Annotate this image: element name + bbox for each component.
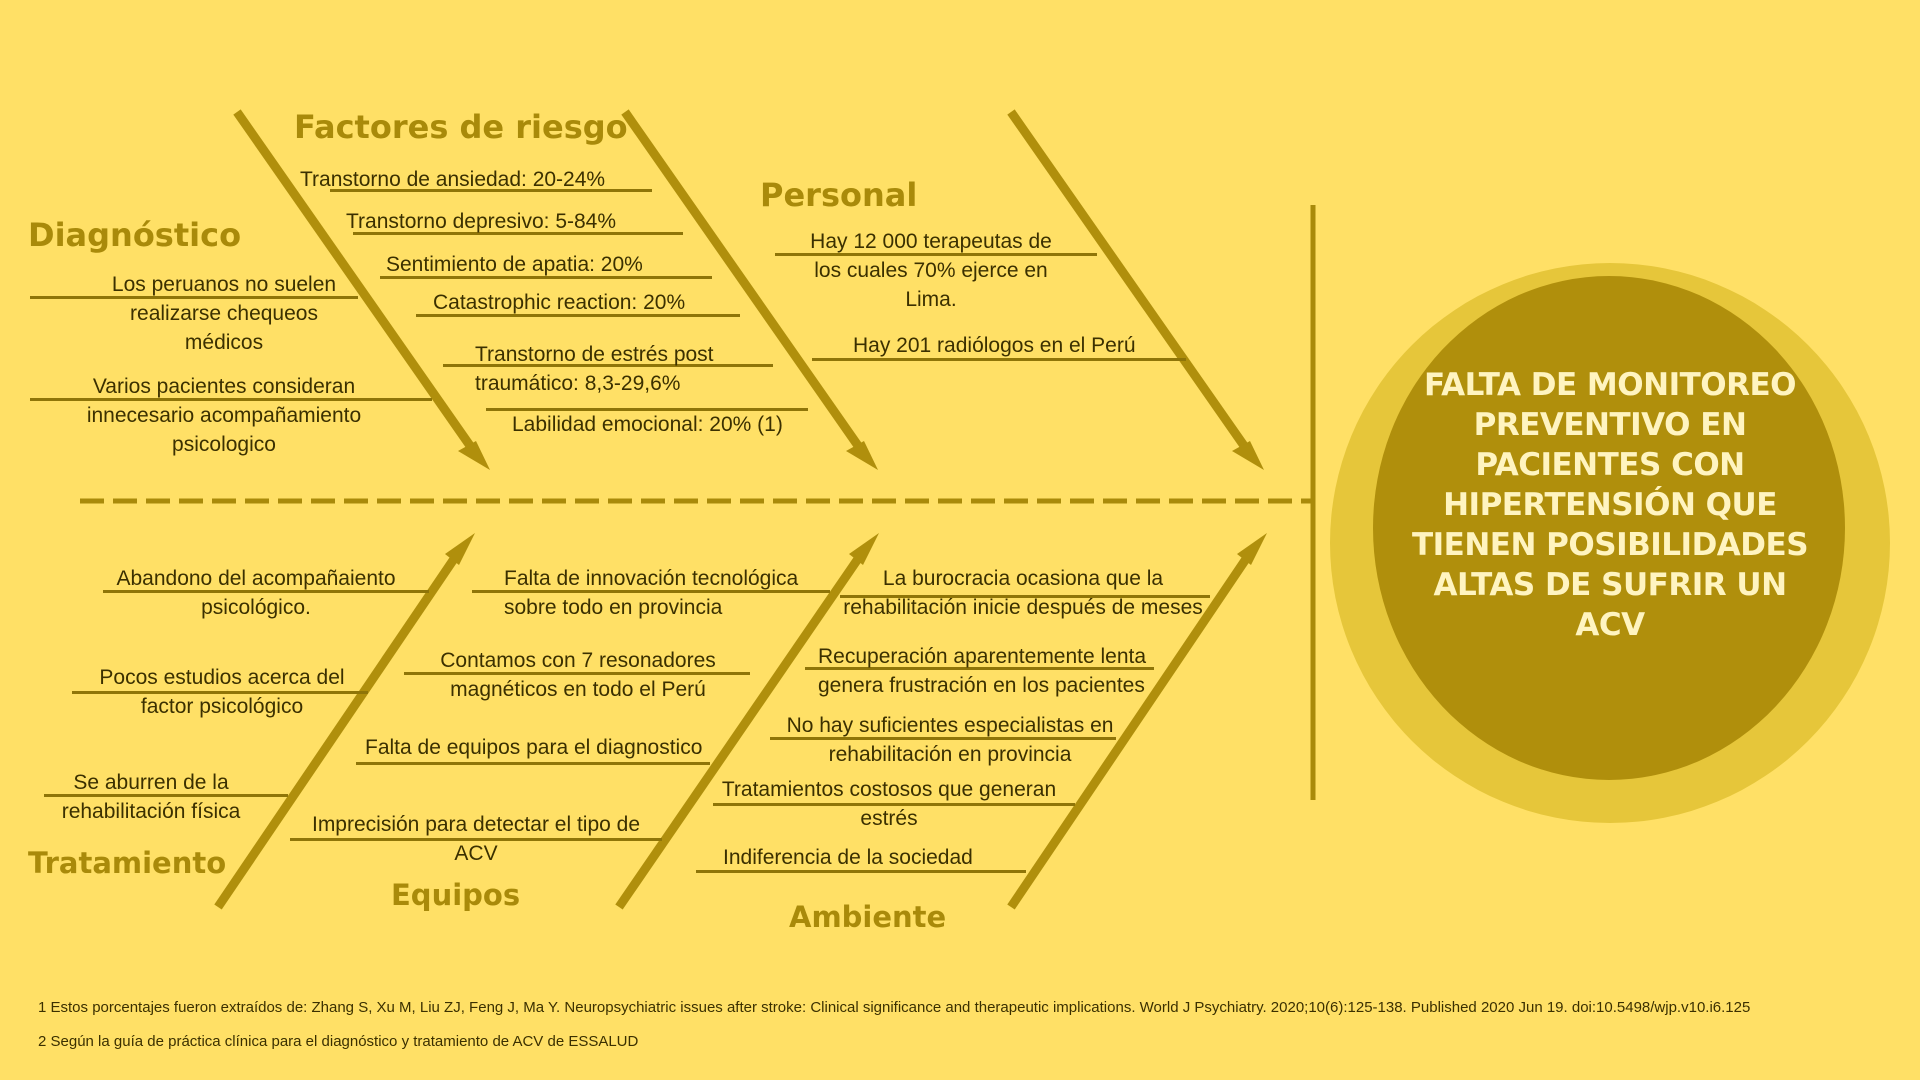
cause-underline [380, 276, 712, 279]
cause-underline [770, 737, 1116, 740]
cause-factores-5: Transtorno de estrés post traumático: 8,… [475, 343, 714, 395]
cause-factores-2: Transtorno depresivo: 5-84% [346, 210, 617, 233]
cause-factores-4: Catastrophic reaction: 20% [433, 291, 686, 314]
bone-ambiente [1007, 550, 1254, 910]
category-title-diagnostico: Diagnóstico [28, 216, 242, 254]
cause-tratamiento-1: Abandono del acompañaiento psicológico. [116, 567, 396, 619]
cause-underline [330, 189, 652, 192]
footnote-2: 2 Según la guía de práctica clínica para… [38, 1033, 639, 1050]
cause-underline [812, 358, 1186, 361]
cause-underline [72, 691, 368, 694]
cause-equipos-2: Contamos con 7 resonadores magnéticos en… [440, 649, 716, 701]
arrowhead-factores-icon [458, 441, 490, 470]
arrowhead-equipos-icon [849, 533, 879, 565]
bone-factores [233, 109, 477, 453]
cause-underline [805, 667, 1154, 670]
cause-underline [840, 595, 1210, 598]
cause-personal-1: Hay 12 000 terapeutas de los cuales 70% … [810, 230, 1052, 311]
footnote-1: 1 Estos porcentajes fueron extraídos de:… [38, 999, 1751, 1016]
cause-underline [30, 398, 432, 401]
cause-personal-2: Hay 201 radiólogos en el Perú [853, 334, 1136, 357]
arrowhead-head-icon [1232, 441, 1264, 470]
cause-ambiente-5: Indiferencia de la sociedad [723, 846, 973, 869]
category-title-personal: Personal [760, 176, 918, 214]
effect-label: FALTA DE MONITOREO PREVENTIVO EN PACIENT… [1411, 367, 1809, 643]
category-title-tratamiento: Tratamiento [28, 846, 227, 880]
cause-underline [486, 408, 808, 411]
bone-head [1007, 109, 1251, 453]
category-title-ambiente: Ambiente [789, 900, 947, 934]
cause-underline [30, 296, 358, 299]
cause-equipos-4: Imprecisión para detectar el tipo de ACV [311, 813, 640, 865]
bone-equipos [615, 550, 866, 910]
cause-tratamiento-2: Pocos estudios acerca del factor psicoló… [99, 666, 345, 718]
cause-underline [103, 590, 429, 593]
cause-ambiente-1: La burocracia ocasiona que la rehabilita… [843, 567, 1203, 619]
bone-personal [621, 109, 865, 453]
category-title-equipos: Equipos [391, 878, 521, 912]
arrowhead-ambiente-icon [1237, 533, 1267, 565]
cause-diagnostico-2: Varios pacientes consideran innecesario … [86, 375, 362, 456]
cause-underline [696, 870, 1026, 873]
cause-equipos-3: Falta de equipos para el diagnostico [365, 736, 703, 759]
cause-underline [353, 232, 683, 235]
cause-underline [290, 838, 662, 841]
cause-underline [404, 672, 750, 675]
cause-ambiente-4: Tratamientos costosos que generan estrés [721, 778, 1057, 830]
cause-ambiente-3: No hay suficientes especialistas en reha… [786, 714, 1114, 766]
cause-underline [356, 762, 710, 765]
cause-underline [443, 364, 773, 367]
arrowhead-tratamiento-icon [445, 533, 475, 565]
cause-equipos-1: Falta de innovación tecnológica sobre to… [504, 567, 799, 619]
cause-diagnostico-1: Los peruanos no suelen realizarse cheque… [111, 273, 337, 354]
category-title-factores: Factores de riesgo [294, 108, 628, 146]
arrowhead-personal-icon [846, 441, 878, 470]
cause-factores-3: Sentimiento de apatia: 20% [386, 253, 643, 276]
bone-tratamiento [214, 550, 462, 910]
effect-circle [1373, 276, 1845, 780]
cause-tratamiento-3: Se aburren de la rehabilitación física [61, 771, 241, 823]
cause-underline [775, 253, 1097, 256]
cause-underline [472, 590, 830, 593]
cause-underline [416, 314, 740, 317]
cause-factores-1: Transtorno de ansiedad: 20-24% [300, 168, 606, 191]
cause-ambiente-2: Recuperación aparentemente lenta genera … [818, 645, 1147, 697]
cause-underline [44, 794, 288, 797]
cause-underline [713, 803, 1075, 806]
cause-factores-6: Labilidad emocional: 20% (1) [512, 413, 783, 436]
